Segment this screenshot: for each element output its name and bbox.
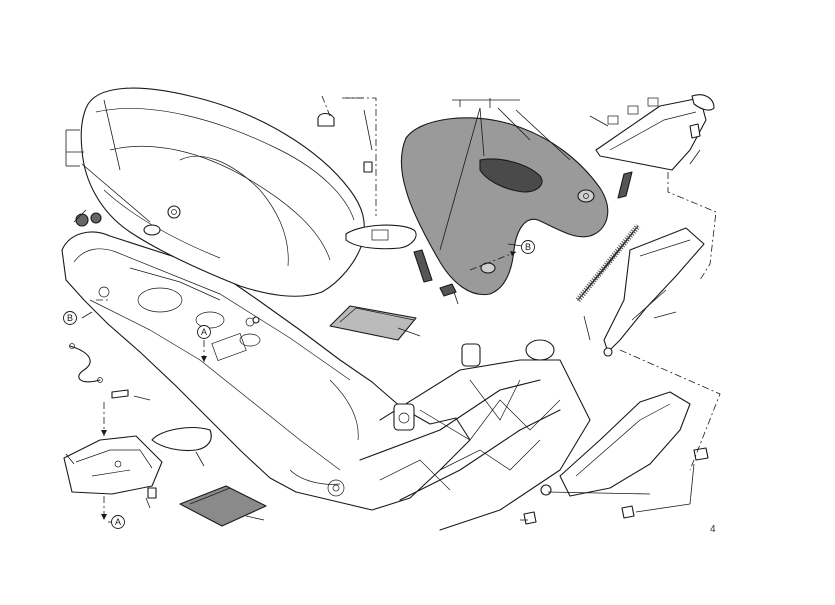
side-panel-lower bbox=[540, 391, 691, 497]
svg-text:A: A bbox=[201, 327, 207, 337]
small-hardware bbox=[75, 112, 709, 525]
cable bbox=[69, 343, 103, 383]
manual-booklet bbox=[179, 485, 267, 527]
mesh-panel bbox=[575, 224, 641, 302]
side-panel-upper bbox=[603, 227, 705, 357]
figure-number: 4 bbox=[710, 524, 716, 535]
svg-text:B: B bbox=[525, 242, 531, 252]
svg-text:A: A bbox=[115, 517, 121, 527]
tail-bracket bbox=[595, 94, 715, 171]
frame-assembly bbox=[61, 231, 591, 531]
tool-tray bbox=[63, 435, 163, 495]
callout-b-left: B bbox=[63, 311, 77, 325]
leader-lines bbox=[65, 97, 701, 523]
svg-text:B: B bbox=[67, 313, 73, 323]
arrow-heads bbox=[101, 251, 516, 520]
pad bbox=[151, 427, 212, 452]
document-pouch bbox=[329, 305, 417, 341]
callout-a-frame: A bbox=[197, 325, 211, 339]
callout-b-right: B bbox=[521, 240, 535, 254]
passenger-seat-cowl bbox=[400, 117, 609, 296]
rider-seat bbox=[80, 87, 417, 297]
callout-a-tray: A bbox=[111, 515, 125, 529]
